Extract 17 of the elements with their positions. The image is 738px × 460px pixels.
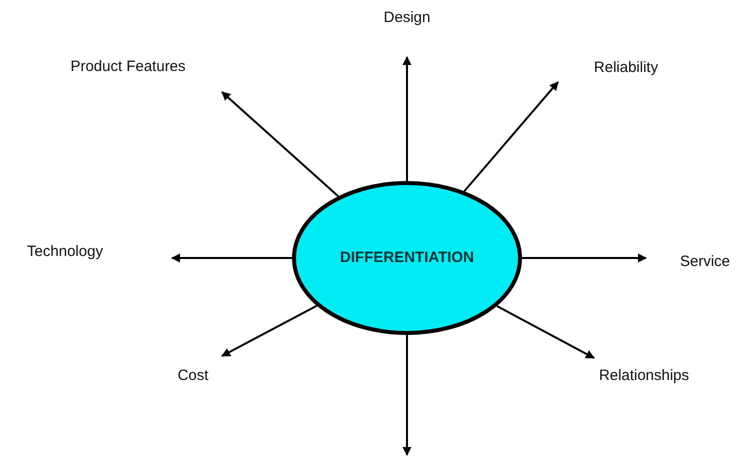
arrow [221, 304, 318, 357]
label-text: Product Features [70, 56, 186, 78]
arrow [522, 254, 647, 262]
arrow [402, 56, 412, 181]
arrow [464, 81, 559, 192]
ellipse-node [292, 181, 522, 335]
arrow [402, 335, 412, 456]
label-text: Design [384, 6, 430, 30]
label-text: Relationships [598, 364, 690, 388]
label-text: Reliability [594, 56, 658, 80]
arrow [496, 305, 595, 359]
node-title: DIFFERENTIATION [340, 248, 474, 268]
label-text: Service [680, 250, 730, 274]
label-text: Technology [27, 240, 103, 264]
arrow [221, 91, 339, 198]
arrow [171, 254, 292, 262]
label-text: Cost [178, 364, 208, 388]
